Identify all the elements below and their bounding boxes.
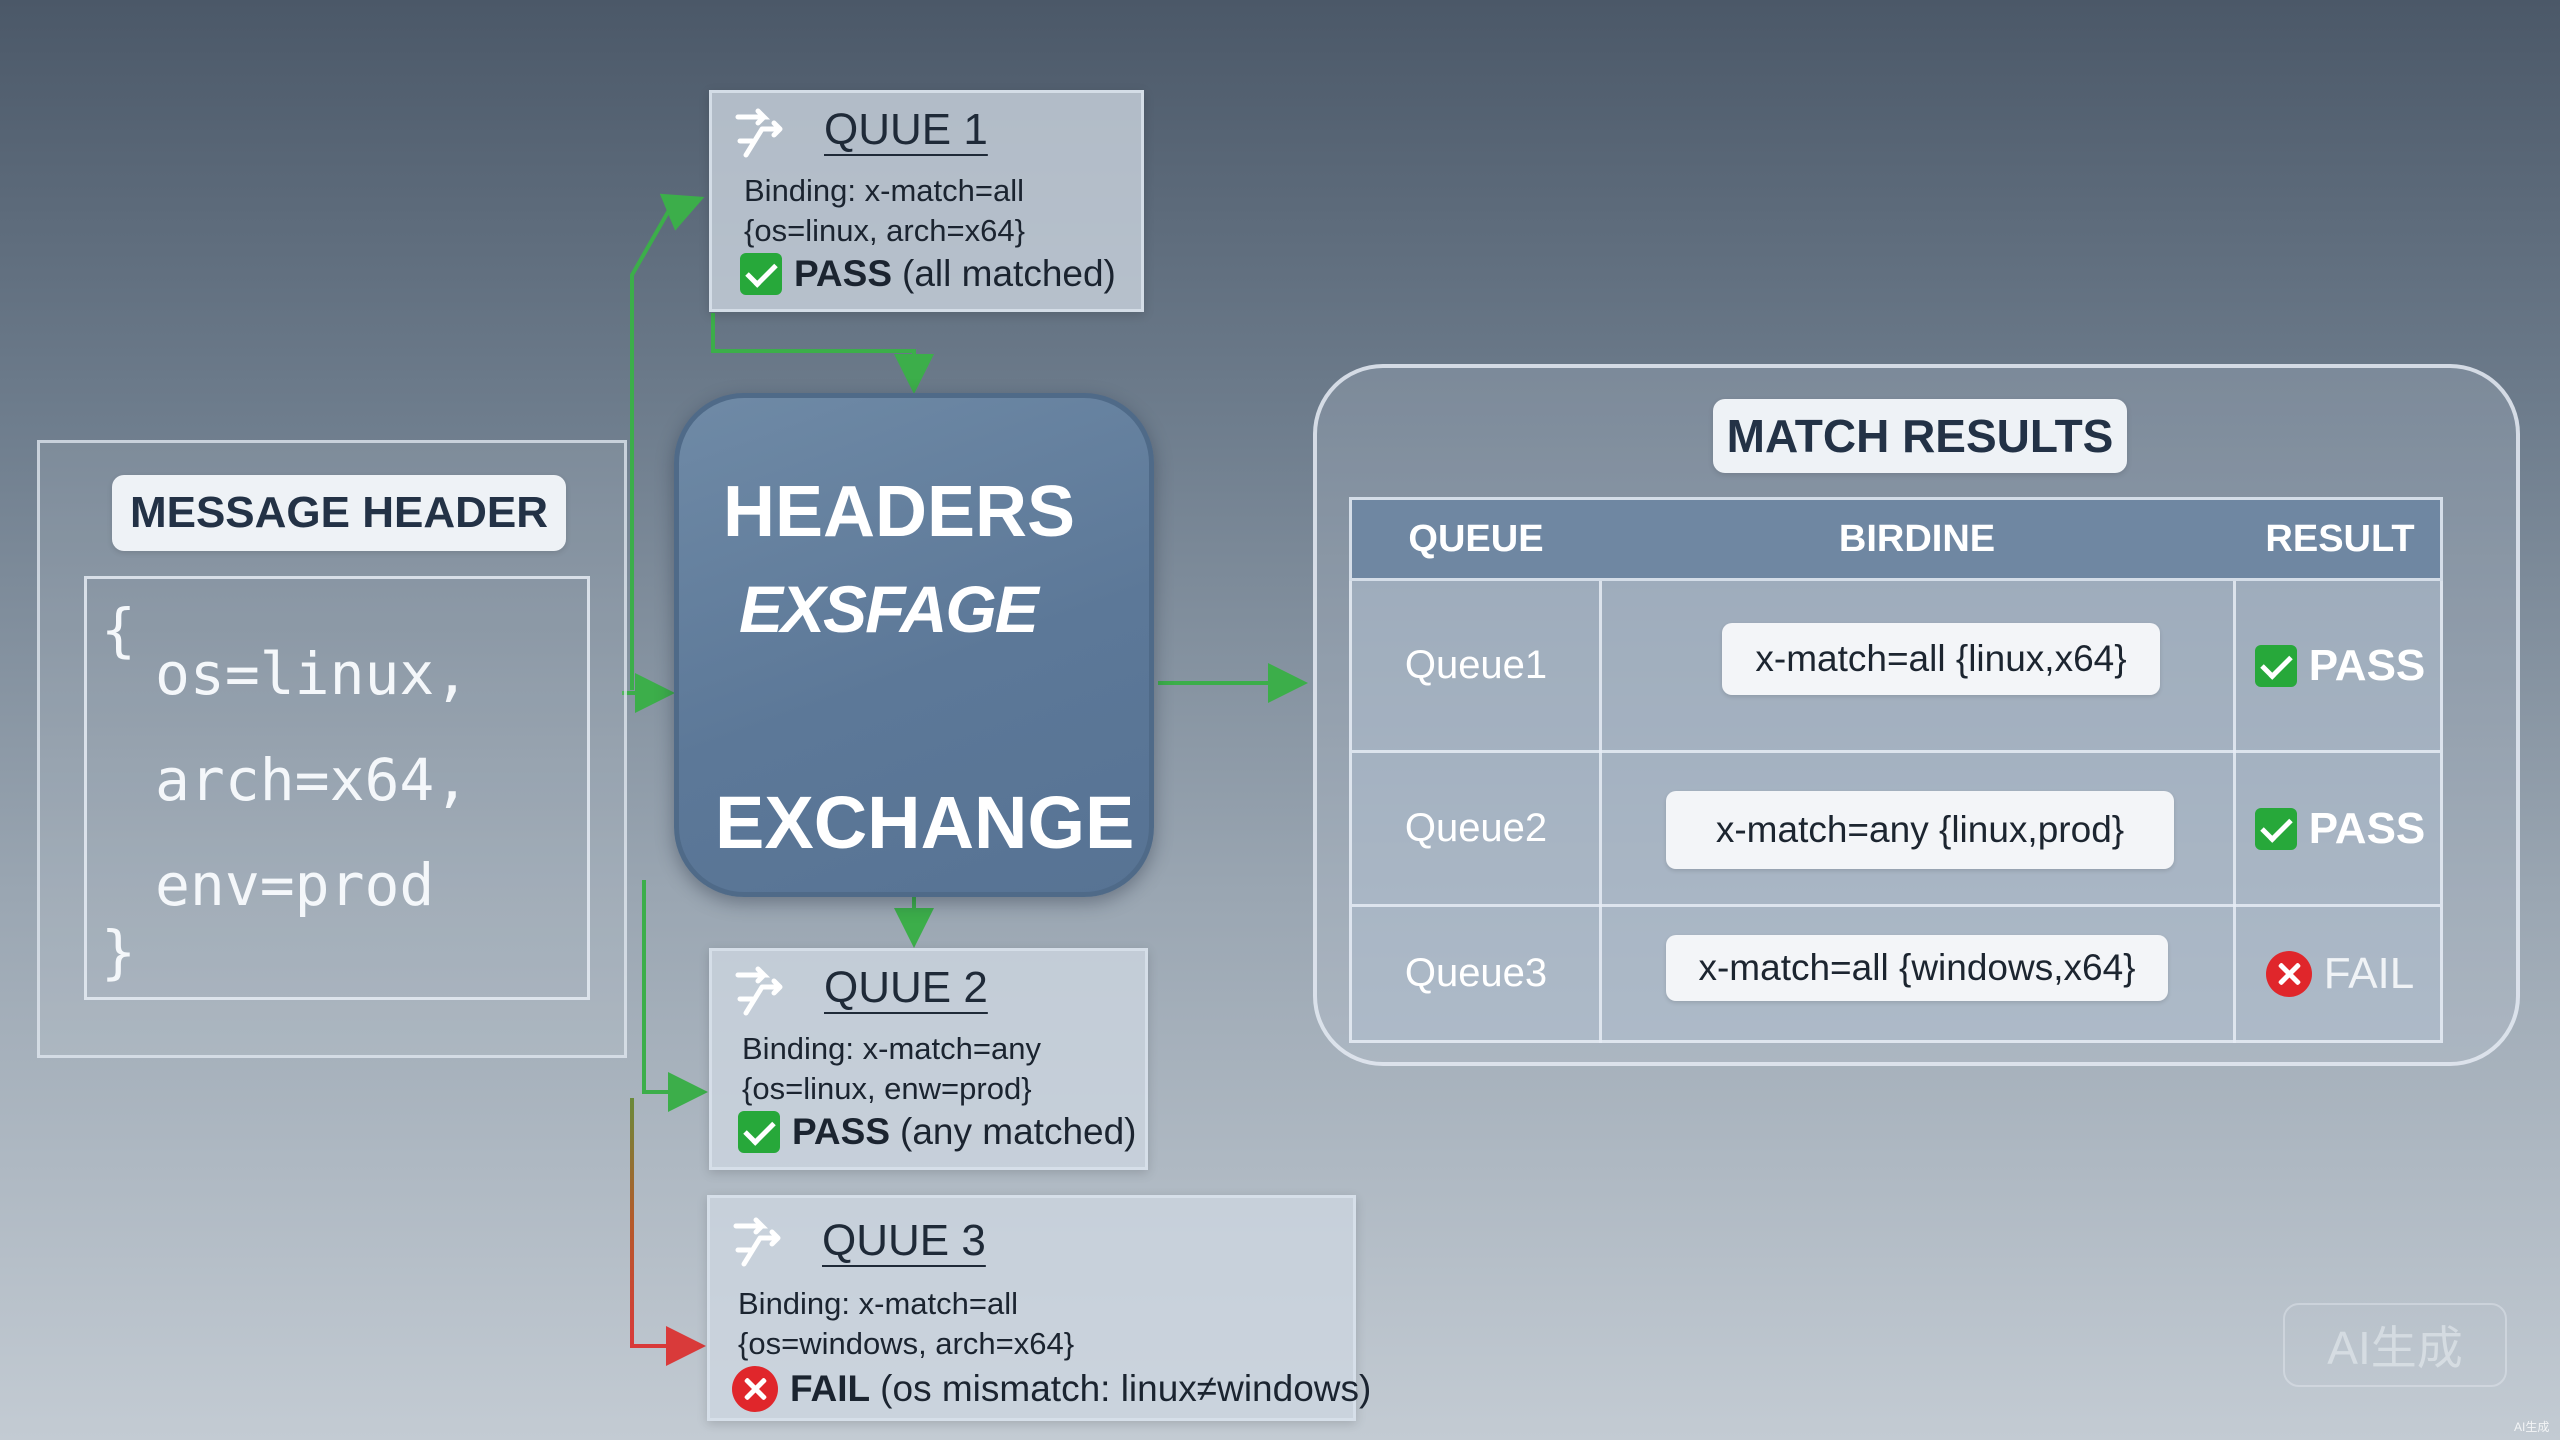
row3-binding: x-match=all {windows,x64} — [1666, 935, 2168, 1001]
queue-card-1: QUUE 1 Binding: x-match=all {os=linux, a… — [709, 90, 1144, 312]
queue2-result-note: (any matched) — [900, 1111, 1137, 1152]
queue-card-3: QUUE 3 Binding: x-match=all {os=windows,… — [707, 1195, 1371, 1421]
row3-result-text: FAIL — [2323, 948, 2415, 998]
queue3-args: {os=windows, arch=x64} — [738, 1326, 1075, 1361]
row1-result: PASS — [2234, 581, 2446, 750]
queue2-result: PASS (any matched) — [738, 1111, 1137, 1153]
row1-binding: x-match=all {linux,x64} — [1722, 623, 2160, 695]
queue3-result-note: (os mismatch: linux≠windows) — [880, 1368, 1372, 1409]
table-row: Queue1 x-match=all {linux,x64} PASS — [1349, 581, 2443, 753]
column-header-result: RESULT — [2265, 517, 2415, 560]
message-header-title: MESSAGE HEADER — [112, 475, 566, 551]
queue1-result: PASS (all matched) — [740, 253, 1116, 295]
message-header-panel: MESSAGE HEADER { os=linux, arch=x64, env… — [37, 440, 627, 1058]
row2-result-text: PASS — [2308, 803, 2426, 853]
queue2-binding: Binding: x-match=any — [742, 1031, 1041, 1066]
row2-result: PASS — [2234, 753, 2446, 904]
code-open-brace: { — [101, 596, 136, 664]
corner-tag: AI生成 — [2514, 1420, 2550, 1434]
row3-queue: Queue3 — [1404, 951, 1548, 995]
arrow-to-queue3 — [630, 1098, 698, 1348]
code-close-brace: } — [101, 918, 136, 986]
queue1-args: {os=linux, arch=x64} — [744, 213, 1025, 248]
queue1-title: QUUE 1 — [824, 105, 988, 154]
check-icon — [2254, 644, 2297, 687]
row1-queue: Queue1 — [1404, 643, 1548, 687]
queue1-binding: Binding: x-match=all — [744, 173, 1024, 208]
code-line-os: os=linux, — [155, 640, 470, 708]
cross-icon — [2265, 950, 2312, 997]
arrow-to-queue2 — [642, 880, 708, 1112]
check-icon — [2254, 807, 2297, 850]
queue2-args: {os=linux, enw=prod} — [742, 1071, 1032, 1106]
routing-icon — [735, 966, 783, 1016]
routing-icon — [735, 108, 783, 158]
row3-result: FAIL — [2234, 907, 2446, 1040]
check-icon — [740, 253, 782, 295]
exchange-line1: HEADERS — [723, 472, 1076, 552]
queue3-result-word: FAIL — [790, 1368, 871, 1409]
row2-binding: x-match=any {linux,prod} — [1666, 791, 2174, 869]
exchange-line2: EXSFAGE — [739, 572, 1039, 646]
headers-exchange-node: HEADERS EXSFAGE EXCHANGE — [674, 393, 1154, 897]
message-header-code: { os=linux, arch=x64, env=prod } — [84, 576, 590, 1000]
column-header-binding: BIRDINE — [1838, 517, 1996, 560]
match-results-title: MATCH RESULTS — [1713, 399, 2127, 473]
column-header-queue: QUEUE — [1408, 517, 1544, 560]
arrow-to-queue1 — [630, 193, 705, 690]
watermark: AI生成 — [2283, 1303, 2507, 1387]
arrow-queue1-to-exchange — [711, 313, 934, 394]
check-icon — [738, 1111, 780, 1153]
exchange-line3: EXCHANGE — [715, 781, 1135, 864]
row2-queue: Queue2 — [1404, 806, 1548, 850]
match-results-table: QUEUE BIRDINE RESULT Queue1 x-match=all … — [1349, 497, 2443, 1043]
cross-icon — [732, 1366, 778, 1412]
row1-result-text: PASS — [2308, 640, 2426, 690]
queue2-title: QUUE 2 — [824, 963, 988, 1012]
table-row: Queue3 x-match=all {windows,x64} FAIL — [1349, 907, 2443, 1043]
queue2-result-word: PASS — [792, 1111, 891, 1152]
routing-icon — [733, 1217, 781, 1267]
match-results-panel: MATCH RESULTS QUEUE BIRDINE RESULT Queue… — [1313, 364, 2520, 1066]
table-row: Queue2 x-match=any {linux,prod} PASS — [1349, 753, 2443, 907]
queue3-result: FAIL (os mismatch: linux≠windows) — [732, 1366, 1371, 1412]
queue3-title: QUUE 3 — [822, 1216, 986, 1265]
queue1-result-note: (all matched) — [902, 253, 1116, 294]
table-header: QUEUE BIRDINE RESULT — [1349, 497, 2443, 581]
queue1-result-word: PASS — [794, 253, 893, 294]
code-line-arch: arch=x64, — [155, 746, 470, 814]
code-line-env: env=prod — [155, 851, 435, 919]
queue3-binding: Binding: x-match=all — [738, 1286, 1018, 1321]
queue-card-2: QUUE 2 Binding: x-match=any {os=linux, e… — [709, 948, 1148, 1170]
